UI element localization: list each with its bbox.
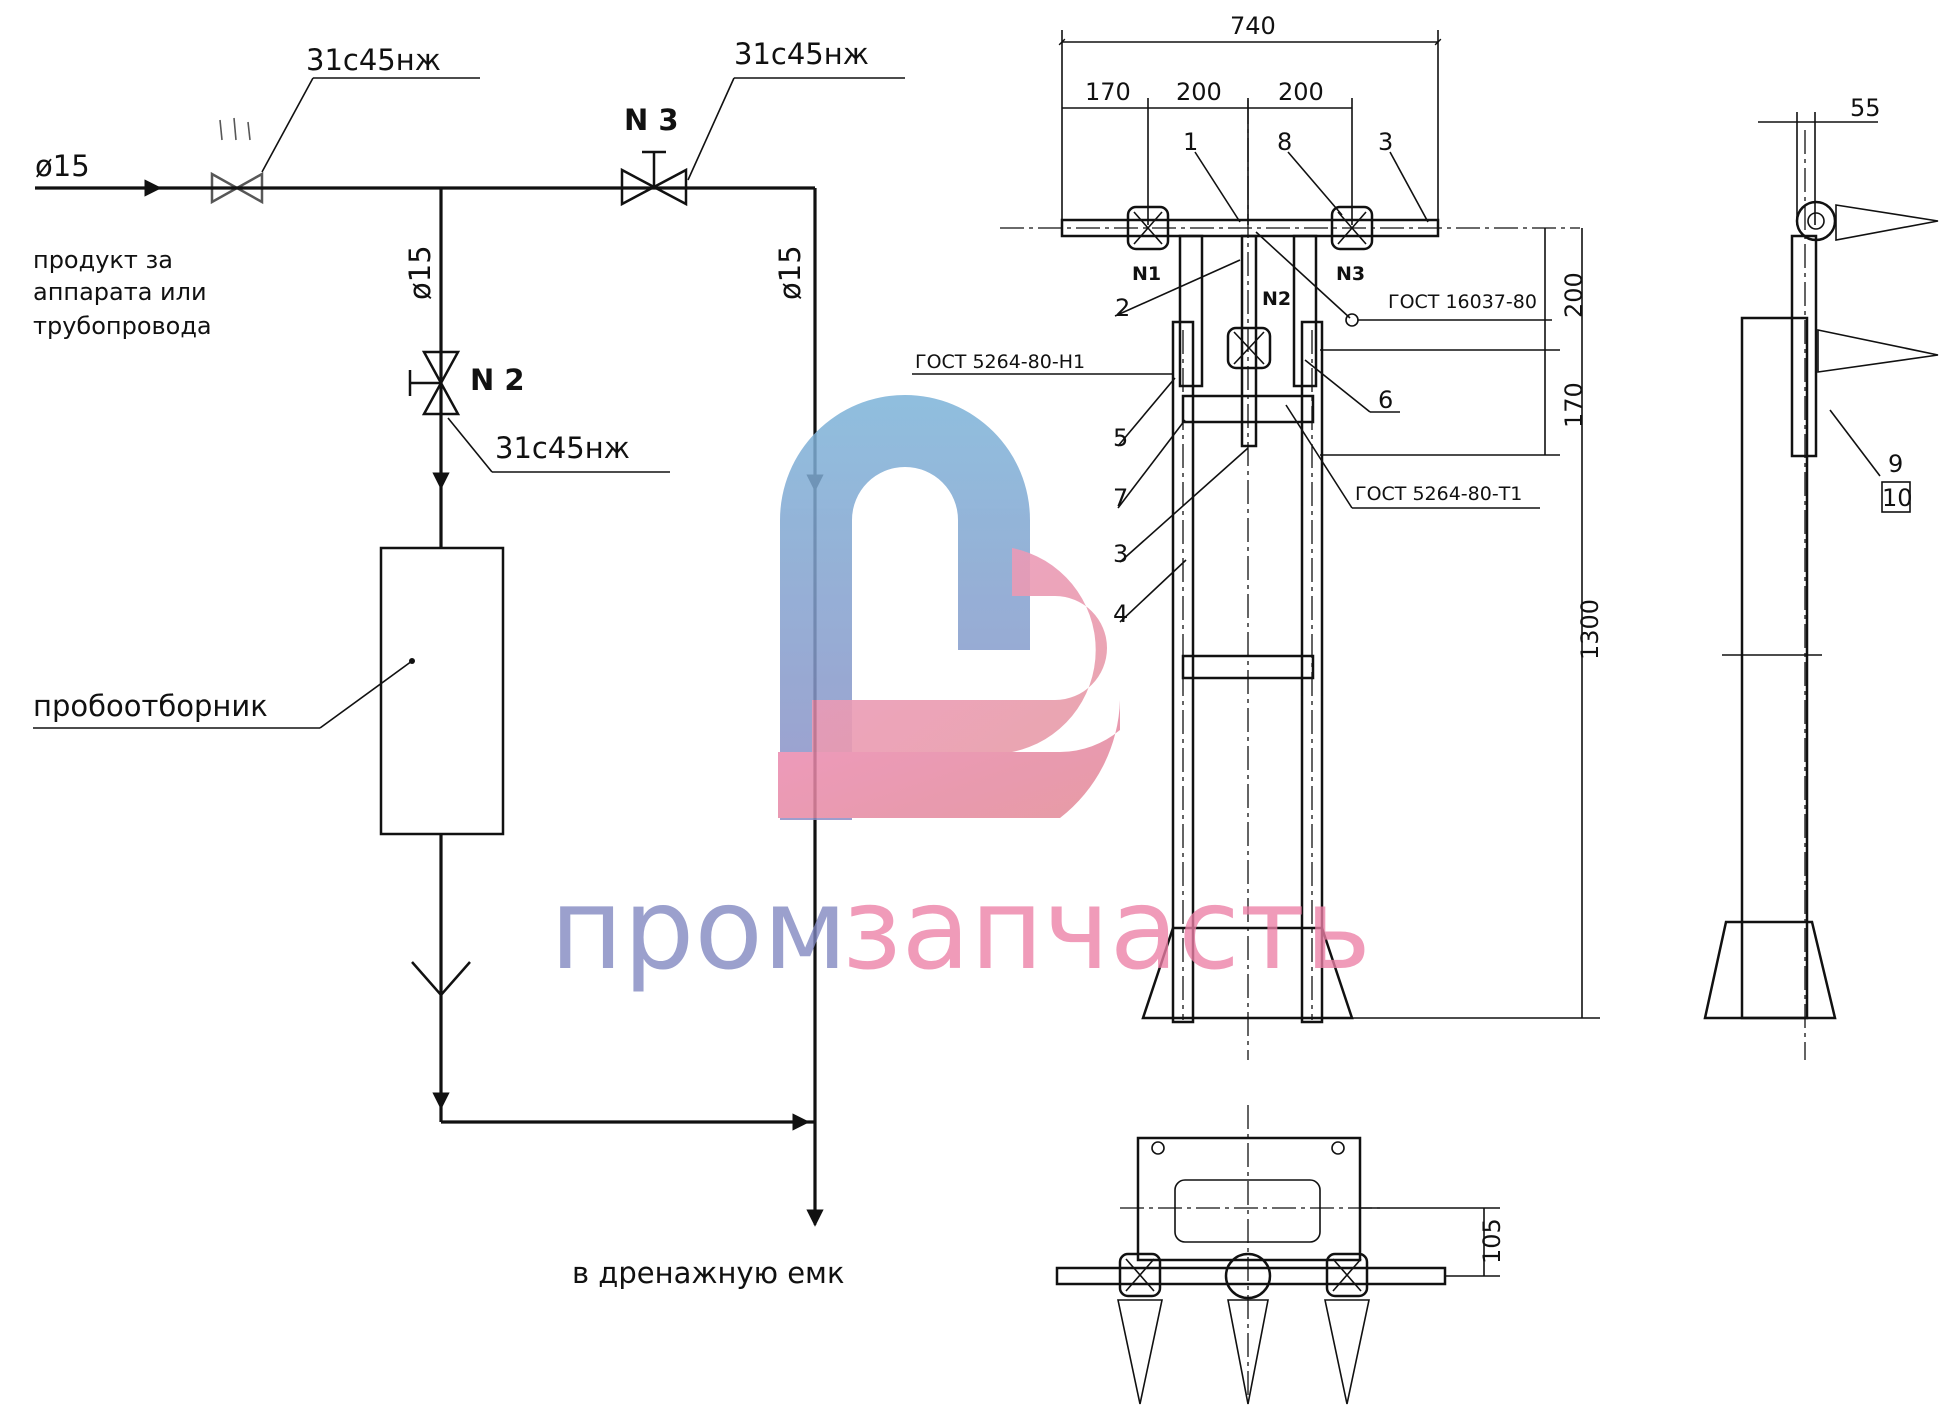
dim-1300: 1300 xyxy=(1576,599,1604,660)
plan-valve-1 xyxy=(1118,1252,1162,1298)
valve-n1-tag: N1 xyxy=(1132,263,1161,285)
branch-diameter-label: ø15 xyxy=(403,245,437,300)
inlet-valve xyxy=(210,117,264,205)
funnel xyxy=(411,961,471,997)
gost-5264-t1: ГОСТ 5264-80-Т1 xyxy=(1355,483,1522,505)
sampler-leader xyxy=(319,660,413,729)
valve-top-spec: 31с45нж xyxy=(306,43,441,77)
plan-view: 105 xyxy=(1055,1105,1506,1405)
inlet-diameter-label: ø15 xyxy=(35,149,90,183)
side-pipe-end xyxy=(1795,200,1837,242)
crossbar-middle xyxy=(1181,654,1315,680)
gost3-leader xyxy=(1285,404,1353,509)
stand-base xyxy=(1141,926,1354,1020)
sampler-label: пробоотборник xyxy=(33,689,268,723)
valve-n3 xyxy=(620,150,688,207)
pos-3: 3 xyxy=(1378,128,1393,156)
valve-top-leader xyxy=(261,77,314,173)
post-right xyxy=(1300,320,1324,1024)
valve-n2 xyxy=(408,350,461,416)
dim-200-a: 200 xyxy=(1176,78,1222,106)
dim-105: 105 xyxy=(1478,1218,1506,1264)
plan-valve-3 xyxy=(1325,1252,1369,1298)
valve-n2-spec: 31с45нж xyxy=(495,431,630,465)
crossbar-top xyxy=(1181,394,1315,424)
valve-n2-tag: N2 xyxy=(1262,288,1291,310)
valve-n2-front xyxy=(1226,326,1272,370)
dim-170-vertical: 170 xyxy=(1560,382,1588,428)
pos10-box xyxy=(1881,481,1911,513)
dim-200-vertical: 200 xyxy=(1560,272,1588,318)
vertical-stub xyxy=(1240,234,1258,448)
side-view: 55 9 10 xyxy=(1703,94,1939,1060)
pos9-leader xyxy=(1829,409,1881,477)
drain-diameter-label: ø15 xyxy=(773,245,807,300)
pos4-leader xyxy=(1119,559,1187,623)
pos-9: 9 xyxy=(1888,450,1903,478)
plan-handle-2 xyxy=(1227,1299,1269,1405)
valve-n3-leader xyxy=(687,77,735,181)
drain-destination: в дренажную емк xyxy=(572,1256,844,1290)
valve-n1-front xyxy=(1126,205,1170,251)
pos-3b: 3 xyxy=(1113,540,1128,568)
pos-1: 1 xyxy=(1183,128,1198,156)
valve-n3-tag: N3 xyxy=(1336,263,1365,285)
side-upper-post xyxy=(1790,234,1818,458)
post-left xyxy=(1171,320,1195,1024)
bracket-right xyxy=(1292,234,1318,388)
pos6-leader xyxy=(1304,359,1371,413)
pos-4: 4 xyxy=(1113,600,1128,628)
plan-pipe xyxy=(1055,1266,1447,1286)
gost-5264-n1: ГОСТ 5264-80-Н1 xyxy=(915,351,1085,373)
side-handle-mid xyxy=(1817,329,1939,373)
pos-7: 7 xyxy=(1113,484,1128,512)
pos5-leader xyxy=(1117,377,1176,447)
gost-16037: ГОСТ 16037-80 xyxy=(1388,291,1537,313)
pos-10: 10 xyxy=(1882,484,1913,512)
dim-200-b: 200 xyxy=(1278,78,1324,106)
source-line-3: трубопровода xyxy=(33,312,212,340)
piping-scheme: ø15 31с45нж продукт за аппарата или труб… xyxy=(33,37,905,1290)
side-handle-top xyxy=(1835,204,1939,241)
watermark: пром запчасть xyxy=(550,395,1371,995)
valve-n3-front xyxy=(1330,205,1374,251)
pos-6: 6 xyxy=(1378,386,1393,414)
dim-55: 55 xyxy=(1850,94,1881,122)
plan-frame xyxy=(1136,1136,1362,1262)
bracket-left xyxy=(1178,234,1204,388)
pos7-leader xyxy=(1117,419,1186,509)
watermark-text-1: пром xyxy=(550,865,847,995)
pos-5: 5 xyxy=(1113,424,1128,452)
side-post xyxy=(1740,316,1809,1020)
source-line-1: продукт за xyxy=(33,246,173,274)
side-base xyxy=(1703,920,1837,1020)
source-line-2: аппарата или xyxy=(33,278,207,306)
pos3b-leader xyxy=(1119,447,1249,563)
sampler-vessel xyxy=(379,546,505,836)
front-view: 740 170 200 200 N1 N3 N2 xyxy=(912,12,1604,1060)
plan-handle-3 xyxy=(1324,1299,1370,1405)
valve-n3-label: N 3 xyxy=(624,103,679,137)
valve-n3-spec: 31с45нж xyxy=(734,37,869,71)
valve-n2-leader xyxy=(447,417,493,473)
plan-inner xyxy=(1174,1179,1321,1243)
watermark-logo xyxy=(778,395,1120,820)
watermark-text-2: запчасть xyxy=(842,865,1371,995)
dim-170: 170 xyxy=(1085,78,1131,106)
pos1-leader xyxy=(1194,151,1241,223)
pos8-leader xyxy=(1287,151,1343,216)
pos3-leader xyxy=(1389,151,1429,223)
plan-valve-2 xyxy=(1224,1252,1272,1300)
dim-740: 740 xyxy=(1230,12,1276,40)
pos2-leader xyxy=(1114,259,1241,317)
pos-8: 8 xyxy=(1277,128,1292,156)
valve-n2-label: N 2 xyxy=(470,363,525,397)
pos-2: 2 xyxy=(1115,294,1130,322)
plan-handle-1 xyxy=(1117,1299,1163,1405)
gost1-leader xyxy=(1255,231,1351,319)
